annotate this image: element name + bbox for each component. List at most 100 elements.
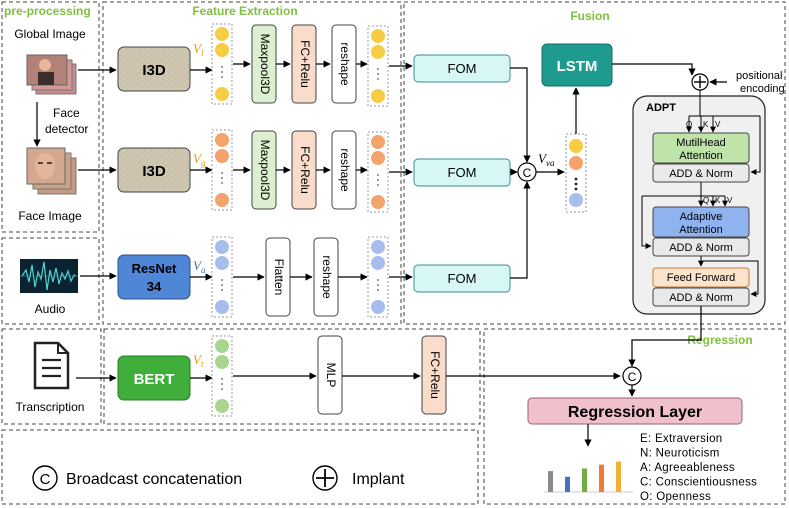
reshape-label-3: reshape: [320, 255, 334, 299]
adpt-skip-3: [701, 260, 759, 297]
regression-layer-box: [527, 397, 743, 425]
vec-va-in-dot-2: [215, 300, 229, 314]
legend-concat-icon: [32, 465, 58, 491]
vector-label-vva: Vva: [538, 151, 555, 168]
reshape-label-2: reshape: [338, 148, 352, 192]
resnet-label-1: ResNet: [132, 261, 177, 276]
arrow-adpt-to-concat: [628, 306, 702, 367]
trait-item-0: E: Extraversion: [640, 433, 722, 445]
aa-label-2: Attention: [679, 224, 722, 236]
trait-list: E: Extraversion N: Neuroticism A: Agreeabl…: [640, 433, 757, 503]
vec-vg-in-ellipsis-0: [221, 172, 223, 174]
reshape-label-1: reshape: [338, 42, 352, 86]
flatten-label: Flatten: [272, 259, 286, 296]
aa-label-1: Adaptive: [680, 211, 723, 223]
i3d-global-label: I3D: [142, 62, 166, 79]
transcription-frame: [1, 328, 102, 425]
face-detector-label-2: detector: [45, 122, 88, 136]
mlp-label: MLP: [324, 363, 338, 388]
chart-bar-3: [599, 464, 604, 492]
vec-vg-in-dot-0: [215, 133, 229, 147]
legend-implant-label: Implant: [352, 471, 405, 488]
vec-vva-ellipsis-1: [574, 182, 578, 186]
adpt-v-label-2: V: [727, 196, 733, 205]
addnorm-label-1: ADD & Norm: [669, 168, 733, 180]
legend-concat-label: Broadcast concatenation: [66, 471, 242, 488]
fc-label-1: FC+Relu: [298, 40, 312, 88]
vec-vt-in-dot-2: [215, 399, 229, 413]
audio-waveform-icon: [20, 259, 78, 293]
chart-bar-1: [565, 476, 570, 492]
vec-va-out-ellipsis-0: [377, 279, 379, 281]
vector-columns: [211, 23, 587, 417]
vec-vl-in-dot-1: [215, 43, 229, 57]
vec-vva-dot-0: [569, 139, 583, 153]
fc-label-2: FC+Relu: [298, 146, 312, 194]
vec-vl-in-dot-0: [215, 27, 229, 41]
vec-va-out-frame: [367, 236, 389, 318]
adaptive-attention-box: [652, 206, 750, 238]
adpt-v-label-1: V: [715, 120, 721, 129]
regression-layer-label: Regression Layer: [568, 404, 702, 421]
adpt-k-label-1: K: [703, 120, 709, 129]
vec-vg-out-frame: [367, 131, 389, 213]
vec-va-in: [211, 236, 233, 318]
vec-va-in-frame: [211, 236, 233, 318]
vec-vg-out-dot-0: [371, 135, 385, 149]
vec-vg-out-ellipsis-0: [377, 174, 379, 176]
vec-vl-out-ellipsis-1: [377, 73, 379, 75]
i3d-face-label: I3D: [142, 163, 166, 180]
i3d-global-box: [117, 46, 191, 92]
vec-vg-out-dot-2: [371, 195, 385, 209]
chart-bar-2: [582, 468, 587, 492]
vec-vl-out-ellipsis-2: [377, 78, 379, 80]
face-detector-label-1: Face: [53, 106, 80, 120]
vec-va-out-dot-1: [371, 256, 385, 270]
vec-vl-in: [211, 23, 233, 105]
vec-vt-in-ellipsis-1: [221, 383, 223, 385]
trait-bar-chart: [544, 461, 633, 493]
adpt-skip-2: [641, 196, 652, 249]
vec-vt-in-dot-0: [215, 339, 229, 353]
regression-frame: [483, 328, 786, 505]
positional-label-2: encoding: [740, 83, 785, 95]
concat-symbol-regression-label: C: [628, 370, 637, 384]
adpt-title: ADPT: [646, 102, 676, 114]
vec-vg-out-ellipsis-1: [377, 179, 379, 181]
face-image-thumbnail: [26, 147, 77, 195]
vec-vl-out-dot-2: [371, 89, 385, 103]
vec-vg-in-dot-2: [215, 193, 229, 207]
arrow-fom1-to-concat: [510, 67, 531, 163]
arrow-lstm-to-implant: [612, 63, 696, 76]
vector-label-va: Va: [193, 258, 206, 275]
vec-vt-in-frame: [211, 335, 233, 417]
resnet-label-2: 34: [147, 279, 162, 294]
vec-vl-out-dot-1: [371, 45, 385, 59]
global-image-label: Global Image: [14, 27, 86, 41]
trait-item-2: A: Agreeableness: [640, 462, 735, 474]
fusion-frame: [403, 1, 786, 325]
vec-vg-out-dot-1: [371, 151, 385, 165]
trait-item-1: N: Neuroticism: [640, 448, 720, 460]
fom-label-2: FOM: [448, 165, 477, 180]
adpt-q-label-1: Q: [686, 120, 692, 129]
vector-label-vg: Vg: [193, 151, 206, 168]
feed-forward-label: Feed Forward: [667, 272, 735, 284]
vec-va-in-dot-0: [215, 240, 229, 254]
positional-label-1: positional: [736, 70, 782, 82]
vec-vva-dot-1: [569, 156, 583, 170]
vec-vva-ellipsis-2: [574, 187, 578, 191]
vec-vva-ellipsis-0: [574, 177, 578, 181]
regression-label: Regression: [687, 333, 752, 347]
adpt-skip-1-down: [750, 116, 761, 175]
vector-label-vl: Vl: [193, 41, 204, 58]
vec-vl-out-dot-0: [371, 29, 385, 43]
vec-va-in-ellipsis-1: [221, 284, 223, 286]
vec-vt-in-dot-1: [215, 355, 229, 369]
vec-vl-in-frame: [211, 23, 233, 105]
vec-vl-out: [367, 25, 389, 107]
vec-vl-out-ellipsis-0: [377, 68, 379, 70]
preprocessing-label: pre-processing: [4, 4, 91, 18]
vec-vl-in-ellipsis-1: [221, 71, 223, 73]
